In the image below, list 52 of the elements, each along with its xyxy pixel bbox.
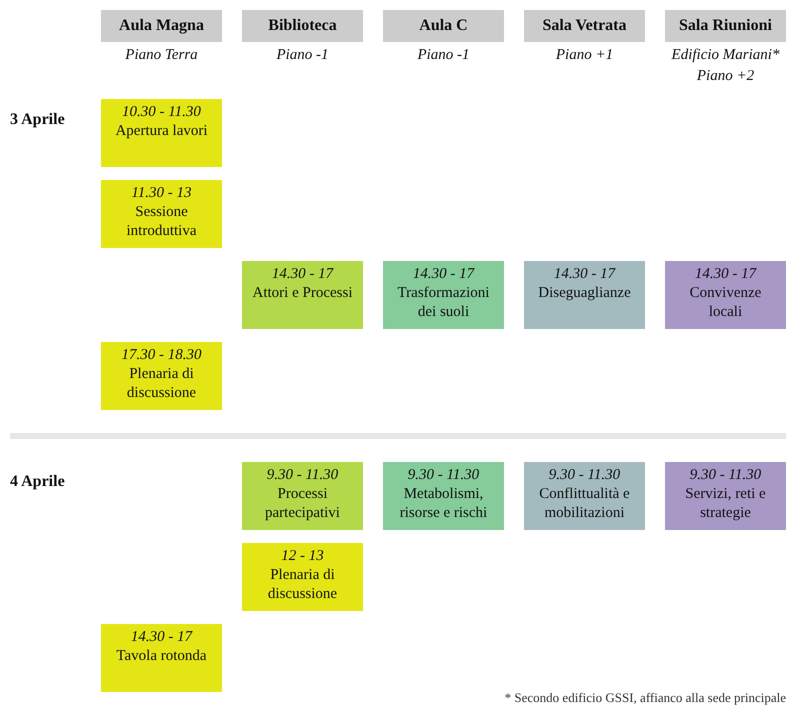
- floor-note: Piano +1: [554, 46, 614, 65]
- room-header: Aula Magna: [101, 10, 222, 42]
- session-box: [665, 462, 786, 530]
- session-time: 11.30 - 13: [131, 184, 192, 203]
- session-time: 9.30 - 11.30: [408, 466, 480, 485]
- session-box: [524, 261, 645, 329]
- session-time: 17.30 - 18.30: [122, 346, 202, 365]
- session-box: [242, 462, 363, 530]
- session-title: Metabolismi, risorse e rischi: [398, 485, 488, 523]
- room-header: Biblioteca: [242, 10, 363, 42]
- session-box: [383, 462, 504, 530]
- floor-note: Piano -1: [275, 46, 330, 65]
- day-label: 4 Aprile: [10, 472, 65, 492]
- room-header: Sala Riunioni: [665, 10, 786, 42]
- session-time: 12 - 13: [281, 547, 324, 566]
- session-time: 10.30 - 11.30: [122, 103, 201, 122]
- session-box: [383, 261, 504, 329]
- session-box: [524, 462, 645, 530]
- session-title: Plenaria di discussione: [266, 566, 338, 604]
- footnote: * Secondo edificio GSSI, affianco alla sede principale: [504, 690, 786, 706]
- session-box: [101, 342, 222, 410]
- session-title: Conflittualità e mobilitazioni: [538, 485, 631, 523]
- session-title: Tavola rotonda: [115, 647, 208, 666]
- session-box: [101, 624, 222, 692]
- floor-note: Edificio Mariani* Piano +2: [670, 46, 780, 86]
- room-header: Sala Vetrata: [524, 10, 645, 42]
- session-box: [101, 99, 222, 167]
- session-time: 9.30 - 11.30: [266, 466, 338, 485]
- floor-note: Piano Terra: [124, 46, 199, 65]
- session-box: [665, 261, 786, 329]
- session-title: Plenaria di discussione: [126, 365, 198, 403]
- session-title: Processi partecipativi: [264, 485, 341, 523]
- session-box: [242, 261, 363, 329]
- session-time: 14.30 - 17: [694, 265, 756, 284]
- session-time: 9.30 - 11.30: [548, 466, 620, 485]
- session-title: Trasformazioni dei suoli: [396, 284, 490, 322]
- day-label: 3 Aprile: [10, 110, 65, 130]
- session-time: 14.30 - 17: [412, 265, 474, 284]
- session-title: Diseguaglianze: [537, 284, 632, 303]
- session-time: 14.30 - 17: [272, 265, 334, 284]
- session-title: Apertura lavori: [114, 122, 209, 141]
- session-title: Servizi, reti e strategie: [684, 485, 767, 523]
- session-time: 14.30 - 17: [554, 265, 616, 284]
- session-time: 14.30 - 17: [130, 628, 192, 647]
- session-title: Sessione introduttiva: [126, 203, 198, 241]
- session-title: Attori e Processi: [252, 284, 354, 303]
- session-box: [242, 543, 363, 611]
- session-time: 9.30 - 11.30: [690, 466, 762, 485]
- session-box: [101, 180, 222, 248]
- floor-note: Piano -1: [416, 46, 471, 65]
- session-title: Convivenze locali: [688, 284, 762, 322]
- room-header: Aula C: [383, 10, 504, 42]
